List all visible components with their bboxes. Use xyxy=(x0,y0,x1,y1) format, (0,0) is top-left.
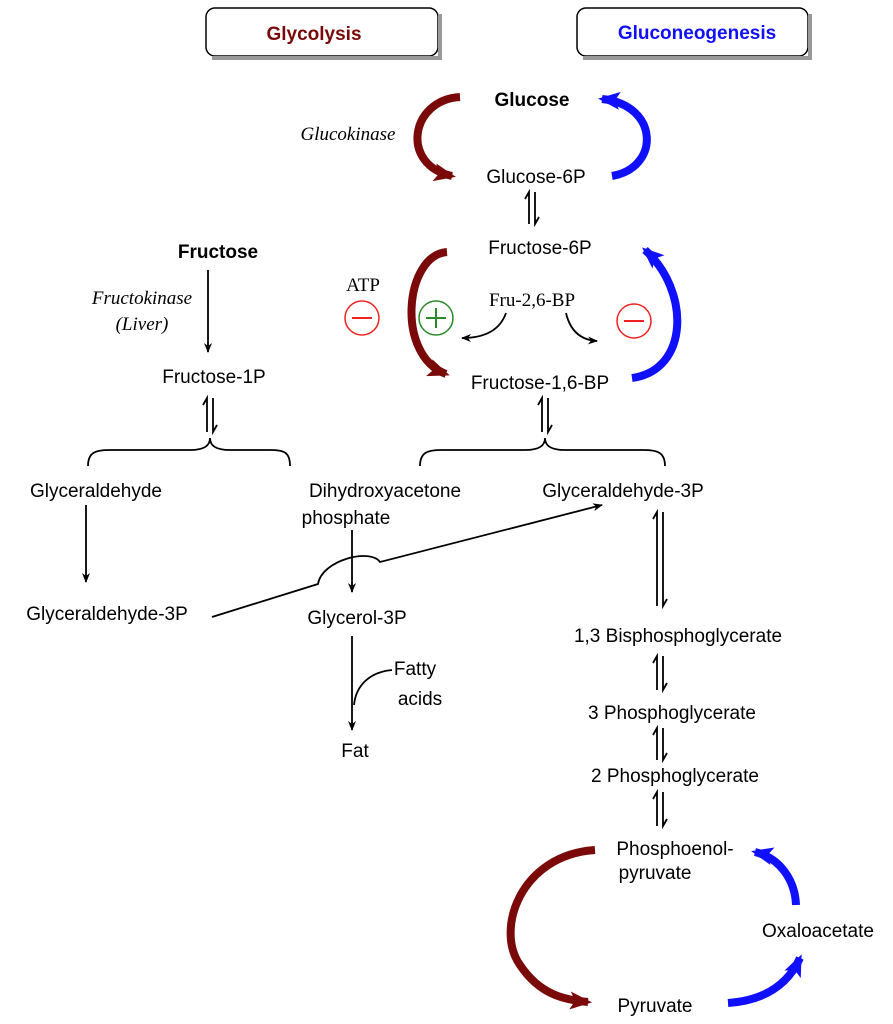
equilibrium-arrow-f1p xyxy=(202,394,218,436)
equilibrium-arrow-bpg-3pg xyxy=(652,652,668,694)
glycolysis-arrow-pyruvate-kinase xyxy=(506,846,596,1010)
fructokinase-label: Fructokinase xyxy=(91,288,192,309)
gluconeogenesis-arrow-g6pase xyxy=(598,91,651,180)
phosphoenolpyruvate-label-line2: pyruvate xyxy=(619,863,692,884)
activation-plus-icon xyxy=(418,300,454,336)
fru26bp-inhibition-arrow xyxy=(565,312,598,345)
gluconeogenesis-title: Gluconeogenesis xyxy=(618,23,776,44)
glyceraldehyde-3p-label-right: Glyceraldehyde-3P xyxy=(542,481,704,502)
equilibrium-arrow-2pg-pep xyxy=(652,788,668,830)
glyceraldehyde-3p-label-left: Glyceraldehyde-3P xyxy=(26,604,188,625)
glycolysis-arrow-pfk xyxy=(407,248,450,378)
g3p-crossover-arrow xyxy=(211,503,603,618)
liver-label: (Liver) xyxy=(116,314,169,335)
fbpase-inhibition-icon xyxy=(616,303,652,339)
aldolase-brace-left xyxy=(87,437,291,467)
equilibrium-arrow-f16bp xyxy=(537,394,553,436)
glucose-6p-label: Glucose-6P xyxy=(486,167,585,188)
atp-label: ATP xyxy=(346,275,380,296)
gluconeogenesis-arrow-pepck xyxy=(751,847,800,906)
aldolase-brace-right xyxy=(419,437,666,467)
equilibrium-arrow-g6p-f6p xyxy=(524,188,540,228)
glycolysis-title: Glycolysis xyxy=(266,24,361,45)
oxaloacetate-label: Oxaloacetate xyxy=(762,921,874,942)
gluconeogenesis-arrow-fbpase xyxy=(631,247,682,382)
equilibrium-arrow-g3p-bpg xyxy=(652,508,668,610)
fru26bp-activation-arrow xyxy=(461,312,507,342)
fru-2-6-bp-label: Fru-2,6-BP xyxy=(489,290,575,311)
glucose-label: Glucose xyxy=(495,90,570,111)
gluconeogenesis-arrow-pyruvate-carboxylase xyxy=(727,954,804,1007)
pyruvate-label: Pyruvate xyxy=(618,996,693,1017)
fructose-1p-label: Fructose-1P xyxy=(162,367,265,388)
bisphosphoglycerate-label: 1,3 Bisphosphoglycerate xyxy=(574,626,782,647)
phosphoenolpyruvate-label-line1: Phosphoenol- xyxy=(616,839,733,860)
3-phosphoglycerate-label: 3 Phosphoglycerate xyxy=(588,703,756,724)
acids-label: acids xyxy=(398,689,442,710)
glyceraldehyde-label: Glyceraldehyde xyxy=(30,481,162,502)
fatty-acids-input-arrow xyxy=(353,669,393,706)
glycerol-3p-label: Glycerol-3P xyxy=(307,608,406,629)
fatty-label: Fatty xyxy=(394,659,437,680)
2-phosphoglycerate-label: 2 Phosphoglycerate xyxy=(591,766,759,787)
fructose-1-6-bp-label: Fructose-1,6-BP xyxy=(471,373,609,394)
glucokinase-label: Glucokinase xyxy=(301,124,396,145)
gluconeogenesis-label-box: Gluconeogenesis xyxy=(576,7,812,60)
dhap-label-line2: phosphate xyxy=(302,508,391,529)
glycolysis-arrow-glucokinase xyxy=(413,93,461,182)
atp-inhibition-icon xyxy=(344,300,380,336)
fructose-6p-label: Fructose-6P xyxy=(488,238,591,259)
fat-label: Fat xyxy=(341,741,369,762)
glycolysis-label-box: Glycolysis xyxy=(205,7,442,60)
dhap-label-line1: Dihydroxyacetone xyxy=(309,481,461,502)
fructose-label: Fructose xyxy=(178,242,258,263)
equilibrium-arrow-3pg-2pg xyxy=(652,724,668,764)
